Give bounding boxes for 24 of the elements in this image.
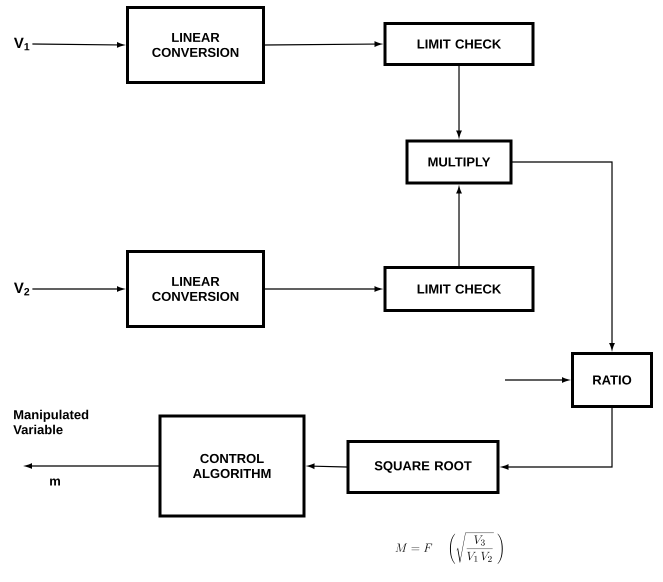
arrow [32,286,124,292]
arrow [512,161,615,350]
process-box: LIMIT CHECK [384,266,534,312]
process-box: LINEAR CONVERSION [126,250,265,328]
process-box: SQUARE ROOT [346,440,500,494]
arrow [32,42,124,48]
variable-label: V$_{1}$ [14,38,30,50]
arrow [505,377,569,383]
arrow [265,41,382,47]
output-label: Manipulated Variable [13,410,88,434]
process-box: LIMIT CHECK [384,22,534,66]
arrow [25,463,158,469]
formula: $M = F\quad\left(\sqrt{\frac{V_{3}}{V_{1}\,V_{2}}}\;\right)$ [396,532,503,564]
process-box: LINEAR CONVERSION [126,6,265,84]
arrow [308,464,347,469]
process-box: CONTROL ALGORITHM [158,414,306,518]
arrow [265,286,382,292]
arrow [456,186,462,266]
variable-label: V$_{2}$ [14,282,30,296]
process-box: RATIO [571,352,653,408]
arrow [502,408,613,470]
process-box: MULTIPLY [406,140,512,184]
output-label: m [50,478,60,486]
arrow [456,66,462,138]
